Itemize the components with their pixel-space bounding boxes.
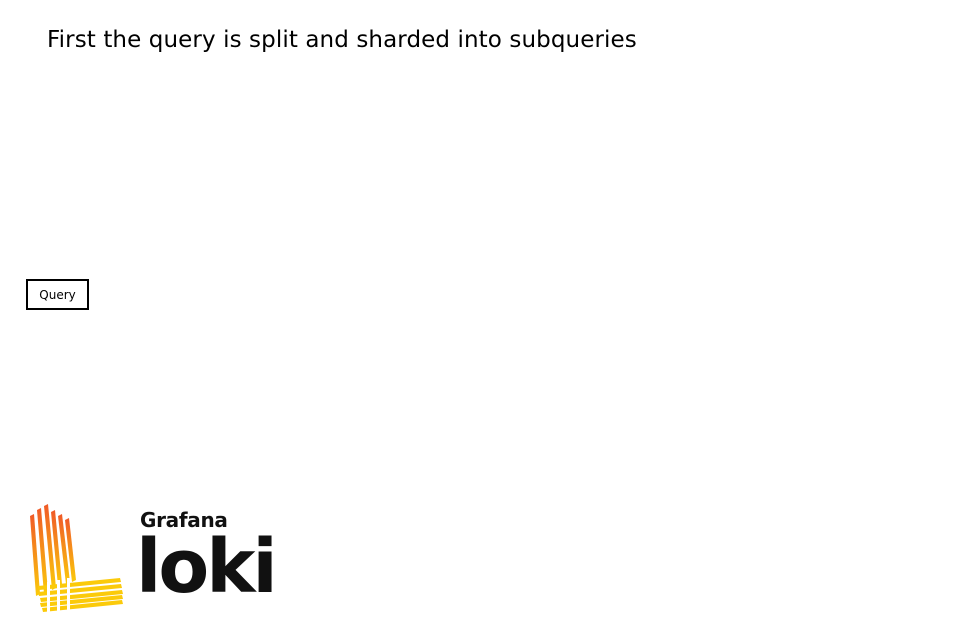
query-box: Query	[26, 279, 89, 310]
brand-name: Grafana	[140, 508, 228, 532]
product-name: loki	[136, 524, 278, 610]
grafana-loki-logo: Grafana loki	[28, 502, 278, 616]
query-label: Query	[39, 287, 76, 302]
slide-title: First the query is split and sharded int…	[47, 27, 637, 53]
loki-logo-icon	[30, 504, 123, 616]
